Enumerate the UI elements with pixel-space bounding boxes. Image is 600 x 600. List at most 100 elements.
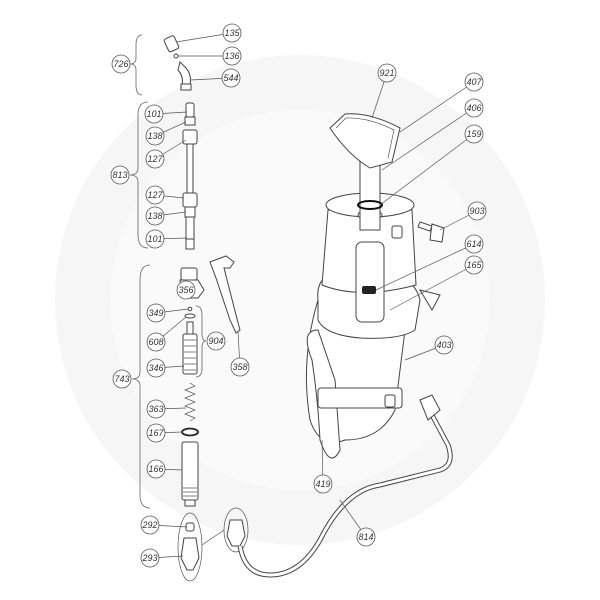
callout-number: 138 xyxy=(147,211,162,221)
callout-number: 358 xyxy=(232,362,247,372)
handle-valve-drawing xyxy=(179,255,241,507)
callout-hose-nut: 293 xyxy=(140,548,160,568)
tank-drawing xyxy=(305,192,441,459)
callout-handle-valve-assembly: 743 xyxy=(112,369,132,389)
callout-circle xyxy=(145,126,165,146)
callout-circle xyxy=(145,185,165,205)
callout-circle xyxy=(464,98,484,118)
callout-spring: 363 xyxy=(146,399,166,419)
callout-number: 814 xyxy=(358,532,373,542)
callout-circle xyxy=(464,255,484,275)
callout-trigger-lever: 358 xyxy=(230,357,250,377)
callout-circle xyxy=(145,229,165,249)
callout-piston-gasket: 614 xyxy=(464,234,484,254)
hose-inner xyxy=(238,414,452,577)
callout-shoulder-strap: 419 xyxy=(313,474,333,494)
leader-line-614 xyxy=(375,243,475,291)
callout-circle xyxy=(467,201,487,221)
callout-circle xyxy=(146,332,166,352)
callout-tank: 403 xyxy=(434,335,454,355)
callout-small-o-ring: 349 xyxy=(146,303,166,323)
callout-number: 407 xyxy=(466,77,482,87)
callout-number: 614 xyxy=(466,239,481,249)
callout-circle xyxy=(140,515,160,535)
leader-line-135 xyxy=(175,32,233,43)
callout-number: 406 xyxy=(466,103,481,113)
callout-handle-grip: 166 xyxy=(146,459,166,479)
callout-number: 127 xyxy=(147,154,163,164)
callout-number: 167 xyxy=(148,428,164,438)
callout-pump-guide: 406 xyxy=(464,98,484,118)
callout-circle xyxy=(222,46,242,66)
callout-lance-ring-bottom: 138 xyxy=(145,206,165,226)
callout-number: 101 xyxy=(146,109,161,119)
callout-number: 356 xyxy=(178,285,193,295)
brace-904 xyxy=(195,305,207,378)
callout-lance-nut-top: 127 xyxy=(145,149,165,169)
callout-circle xyxy=(176,280,196,300)
callout-circle xyxy=(356,527,376,547)
callout-nozzle-o-ring: 136 xyxy=(222,46,242,66)
callout-circle xyxy=(112,369,132,389)
callout-number: 136 xyxy=(224,51,239,61)
callout-circle xyxy=(144,104,164,124)
callout-circle xyxy=(146,399,166,419)
leader-line-159 xyxy=(379,133,475,206)
callout-lance-ring-top: 138 xyxy=(145,126,165,146)
callout-circle xyxy=(111,54,131,74)
callout-circle xyxy=(434,335,454,355)
callout-hose-insert: 292 xyxy=(140,515,160,535)
callout-number: 135 xyxy=(224,28,240,38)
callout-filter-assembly: 904 xyxy=(206,331,226,351)
leader-line-407 xyxy=(399,81,475,133)
brace-813 xyxy=(129,101,149,249)
callout-circle xyxy=(221,68,241,88)
callout-circle xyxy=(146,423,166,443)
callout-number: 544 xyxy=(223,73,238,83)
brace-743 xyxy=(131,264,151,509)
callout-nozzle-assembly: 726 xyxy=(111,54,131,74)
callout-circle xyxy=(140,548,160,568)
hose-fitting-drawing xyxy=(177,507,249,582)
callout-number: 127 xyxy=(147,190,163,200)
callout-pump-seal: 159 xyxy=(464,124,484,144)
callout-filter: 346 xyxy=(146,358,166,378)
callout-lance-o-ring-top: 101 xyxy=(144,104,164,124)
callout-number: 608 xyxy=(148,337,163,347)
callout-pump-o-ring: 165 xyxy=(464,255,484,275)
hose-nut-drawing xyxy=(419,394,441,421)
callout-number: 743 xyxy=(114,374,129,384)
callout-extension-lance-assembly: 813 xyxy=(110,165,130,185)
callout-circle xyxy=(146,303,166,323)
callout-lance-nut-bottom: 127 xyxy=(145,185,165,205)
callout-bent-nozzle: 544 xyxy=(221,68,241,88)
callout-circle xyxy=(230,357,250,377)
callout-number: 138 xyxy=(147,131,162,141)
callout-circle xyxy=(222,23,242,43)
callout-circle xyxy=(145,206,165,226)
callout-number: 349 xyxy=(148,308,163,318)
relief-valve-drawing xyxy=(417,221,445,243)
callout-circle xyxy=(110,165,130,185)
callout-valve-seal: 608 xyxy=(146,332,166,352)
leader-line-406 xyxy=(381,107,475,171)
callout-number: 101 xyxy=(147,234,162,244)
callout-number: 921 xyxy=(379,68,394,78)
brace-726 xyxy=(129,34,143,96)
callout-number: 363 xyxy=(148,404,163,414)
callout-hose: 814 xyxy=(356,527,376,547)
callout-circle xyxy=(464,234,484,254)
callout-number: 165 xyxy=(466,260,482,270)
callout-circle xyxy=(464,124,484,144)
callout-number: 813 xyxy=(112,170,127,180)
callout-circle xyxy=(377,63,397,83)
callout-circle xyxy=(146,358,166,378)
callout-lance-o-ring-bottom: 101 xyxy=(145,229,165,249)
callout-number: 159 xyxy=(466,129,481,139)
callout-circle xyxy=(313,474,333,494)
callout-number: 903 xyxy=(469,206,484,216)
callout-circle xyxy=(464,72,484,92)
callout-pump-handle: 921 xyxy=(377,63,397,83)
